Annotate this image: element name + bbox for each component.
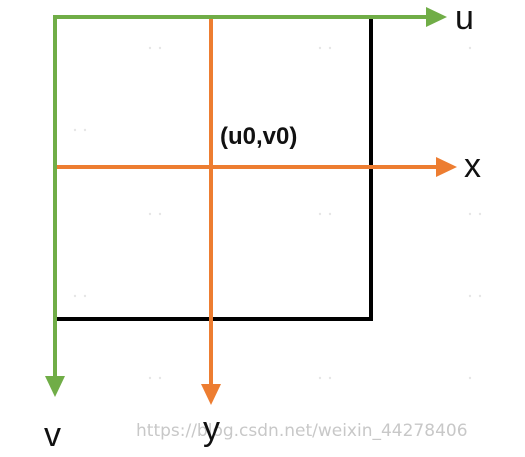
u-axis-label: u xyxy=(455,0,474,37)
principal-point-label: (u0,v0) xyxy=(220,123,297,150)
image-coordinate-axes xyxy=(55,19,457,405)
watermark-text: https://blog.csdn.net/weixin_44278406 xyxy=(136,421,468,441)
v-axis-label: v xyxy=(44,416,61,454)
x-axis-label: x xyxy=(464,147,481,185)
background-dots xyxy=(73,46,482,380)
x-axis-arrowhead xyxy=(436,157,457,177)
u-axis-arrowhead xyxy=(426,7,447,27)
y-axis-label: y xyxy=(203,410,220,448)
y-axis-arrowhead xyxy=(201,384,221,405)
pixel-coordinate-axes xyxy=(45,7,447,397)
v-axis-arrowhead xyxy=(45,376,65,397)
